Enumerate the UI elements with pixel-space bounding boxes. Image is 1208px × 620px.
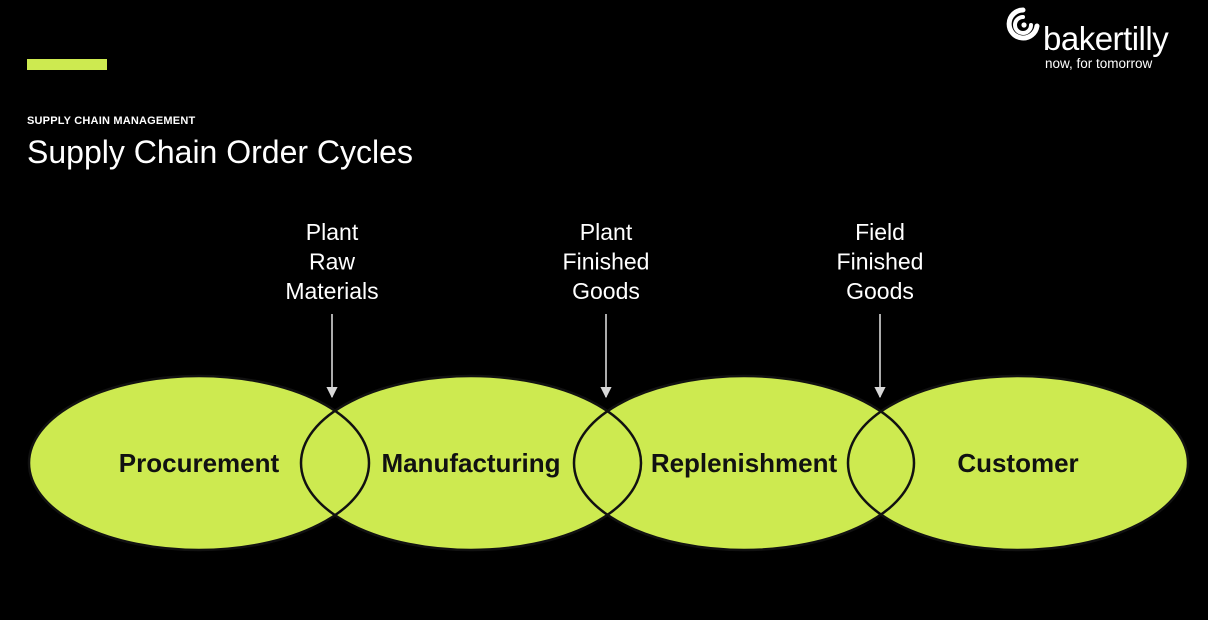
stage-outline-procurement — [27, 374, 371, 552]
stage-ellipse-manufacturing — [301, 376, 641, 550]
logo-wordmark: bakertilly — [1043, 20, 1169, 57]
stage-label-manufacturing: Manufacturing — [381, 448, 560, 478]
inventory-label-line: Raw — [309, 249, 355, 275]
stage-labels: Procurement Manufacturing Replenishment Cus… — [119, 448, 1079, 478]
stage-outline-replenishment — [572, 374, 916, 552]
stage-label-procurement: Procurement — [119, 448, 280, 478]
inventory-label-line: Finished — [837, 249, 924, 275]
stage-ellipse-procurement — [29, 376, 369, 550]
brand-logo: bakertilly now, for tomorrow — [1003, 6, 1198, 74]
inventory-label-line: Finished — [563, 249, 650, 275]
stage-ellipses — [29, 376, 1188, 550]
inventory-label-line: Goods — [846, 278, 914, 304]
stage-label-replenishment: Replenishment — [651, 448, 838, 478]
inventory-label-line: Plant — [580, 219, 633, 245]
section-eyebrow: SUPPLY CHAIN MANAGEMENT — [27, 115, 196, 127]
inventory-points: PlantRawMaterialsPlantFinishedGoodsField… — [285, 219, 924, 399]
logo-tagline: now, for tomorrow — [1045, 56, 1153, 71]
inventory-label-line: Field — [855, 219, 905, 245]
page-title: Supply Chain Order Cycles — [27, 134, 413, 170]
bakertilly-swirl-icon — [1006, 7, 1040, 41]
stage-ellipse-customer — [848, 376, 1188, 550]
inventory-label-line: Goods — [572, 278, 640, 304]
inventory-label-line: Materials — [285, 278, 378, 304]
stage-ellipse-replenishment — [574, 376, 914, 550]
stage-outline-manufacturing — [299, 374, 643, 552]
stage-outlines — [27, 374, 1190, 552]
stage-label-customer: Customer — [957, 448, 1078, 478]
stage-outline-customer — [846, 374, 1190, 552]
inventory-label-line: Plant — [306, 219, 359, 245]
accent-bar — [27, 59, 107, 70]
